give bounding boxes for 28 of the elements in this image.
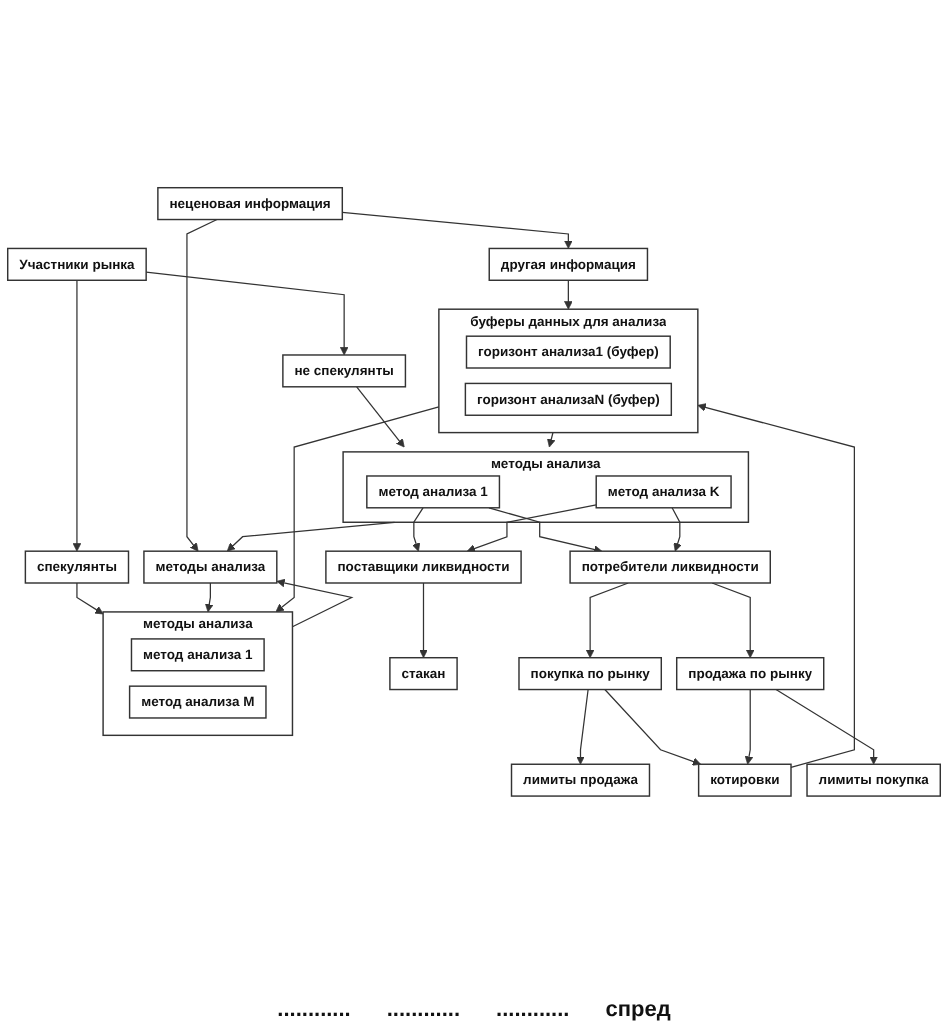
arrow [547,432,556,448]
arrow [419,582,428,659]
label-text: ............ [386,998,461,1022]
arrow [145,271,349,356]
arrow [488,507,603,554]
arrow [576,689,589,765]
arrow [226,521,396,552]
label-text: ............ [496,998,570,1022]
arrow [585,582,629,659]
label-text: ............ [277,998,351,1022]
arrow [341,211,573,249]
arrow [604,689,702,766]
arrow [564,279,573,310]
arrow [412,507,424,552]
arrow [671,507,682,552]
arrow [697,403,855,769]
arrow [186,219,218,552]
arrow [205,582,214,613]
arrow [76,582,104,615]
arrow [744,689,754,765]
arrow [775,689,878,765]
arrow [276,578,354,628]
arrow [466,504,597,553]
label-text: спред [605,998,671,1022]
arrow [275,406,440,613]
arrow [711,582,755,659]
arrow [356,386,405,448]
arrow [72,279,82,552]
